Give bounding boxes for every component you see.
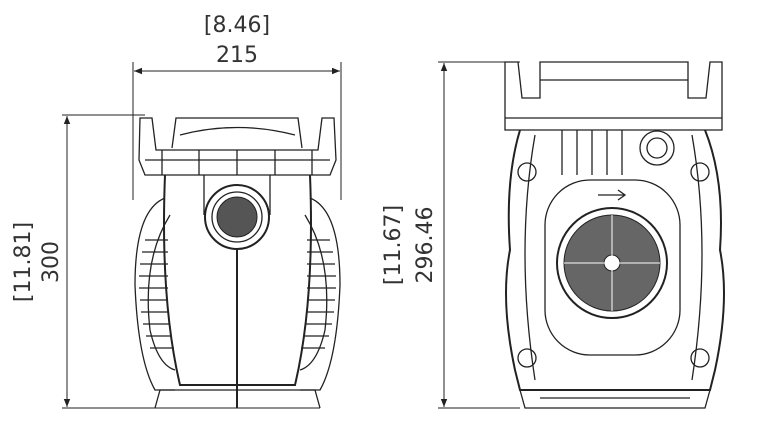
rotation-arrow-icon [598, 189, 627, 201]
inlet-port-grille [216, 196, 258, 238]
fan-cover [556, 207, 668, 319]
side-height-dimension: [11.67] 296.46 [381, 61, 520, 409]
pump-side-view [504, 61, 725, 409]
width-dimension: [8.46] 215 [132, 13, 342, 200]
width-inches-label: [8.46] [204, 13, 270, 38]
right-vent-fins [301, 239, 336, 349]
side-height-mm-label: 296.46 [413, 207, 438, 284]
side-height-inches-label: [11.67] [381, 205, 406, 285]
width-mm-label: 215 [216, 43, 258, 68]
pump-front-view [134, 117, 341, 409]
left-vent-fins [139, 239, 174, 349]
cooling-ribs [561, 130, 623, 175]
front-height-inches-label: [11.81] [11, 222, 36, 302]
front-height-dimension: [11.81] 300 [11, 114, 320, 409]
front-height-mm-label: 300 [39, 241, 64, 283]
